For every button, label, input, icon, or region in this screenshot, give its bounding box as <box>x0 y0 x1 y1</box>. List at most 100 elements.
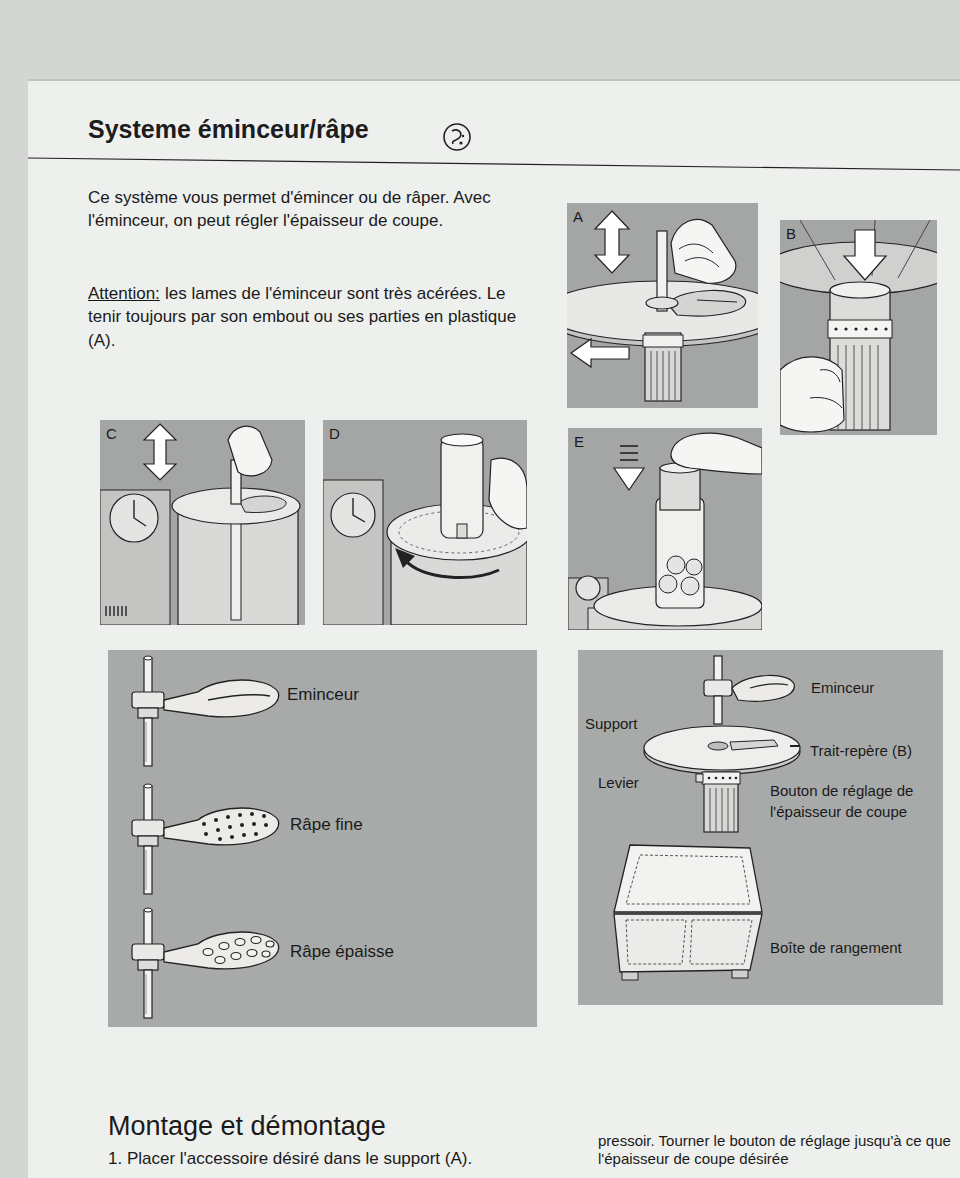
support-disc <box>644 726 800 770</box>
step-text-continued: pressoir. Tourner le bouton de réglage j… <box>598 1132 954 1168</box>
fine-grater-attachment <box>214 818 218 822</box>
slicer-on-spindle <box>704 656 794 724</box>
figure-a-drawing <box>567 211 758 401</box>
storage-box <box>626 920 686 964</box>
figure-e-drawing <box>620 445 638 447</box>
title-icon <box>444 124 470 150</box>
figure-c-drawing <box>109 606 110 616</box>
figure-panel: A <box>567 203 758 408</box>
figure-c-drawing <box>106 606 126 616</box>
thickness-knob <box>696 772 740 832</box>
figure-letter: E <box>574 432 584 453</box>
figure-a-drawing <box>646 297 678 309</box>
figure-a-drawing <box>643 335 683 347</box>
figure-e-drawing <box>620 452 638 454</box>
figure-d-drawing <box>323 420 531 625</box>
figure-d-drawing <box>457 524 467 538</box>
figure-c-drawing <box>121 606 122 616</box>
figure-b-drawing <box>834 327 837 330</box>
figure-b-drawing <box>844 327 847 330</box>
figure-b-drawing <box>878 345 879 430</box>
thickness-knob <box>708 777 711 780</box>
thickness-knob <box>728 788 729 832</box>
figure-d-drawing <box>405 560 499 577</box>
figure-e-drawing <box>681 577 699 595</box>
storage-box <box>732 970 748 978</box>
support-disc <box>730 740 778 750</box>
figure-a-drawing <box>544 203 780 408</box>
figure-b-drawing <box>884 327 887 330</box>
figure-e-drawing <box>620 446 638 460</box>
part-label: Râpe fine <box>290 813 363 836</box>
figure-c-drawing <box>231 520 241 620</box>
slicer-on-spindle <box>714 656 722 682</box>
thickness-knob <box>710 788 711 832</box>
slicer-on-spindle <box>750 684 788 688</box>
fine-grater-attachment <box>254 832 258 836</box>
figure-c-drawing <box>100 420 305 625</box>
part-label: Support <box>585 714 638 735</box>
storage-box <box>626 855 750 904</box>
figure-a-drawing <box>651 351 675 401</box>
figure-e-drawing <box>667 556 685 574</box>
figure-a-drawing <box>595 211 629 273</box>
figure-d-drawing <box>331 493 375 537</box>
figure-c-drawing <box>240 496 286 513</box>
step-text: 1. Placer l'accessoire désiré dans le su… <box>108 1147 472 1170</box>
figure-a-drawing <box>671 219 736 283</box>
exploded-view-panel <box>578 650 943 1005</box>
thickness-knob <box>722 777 725 780</box>
attachments-panel <box>108 650 537 1027</box>
figure-e-drawing <box>568 428 762 630</box>
figure-c-drawing <box>144 424 176 480</box>
thickness-knob <box>729 777 732 780</box>
page-ground <box>28 80 960 1178</box>
coarse-grater-attachment <box>262 951 270 957</box>
fine-grater-attachment <box>204 832 208 836</box>
part-label: Râpe épaisse <box>290 940 394 963</box>
coarse-grater-attachment <box>164 932 279 969</box>
thickness-knob <box>734 788 735 832</box>
figure-e-drawing <box>568 433 762 630</box>
page-title: Systeme éminceur/râpe <box>88 112 369 147</box>
figure-e-drawing <box>614 468 644 490</box>
thickness-knob <box>716 788 717 832</box>
figure-a-drawing <box>675 351 676 401</box>
thickness-knob <box>702 772 740 784</box>
fine-grater-attachment <box>250 812 254 816</box>
coarse-grater-attachment <box>203 949 213 956</box>
fine-grater-attachment <box>132 784 279 894</box>
fine-grater-attachment <box>230 835 234 839</box>
slicer-attachment <box>132 656 279 766</box>
fine-grater-attachment <box>242 833 246 837</box>
figure-c-drawing <box>100 424 300 625</box>
storage-box <box>690 920 752 964</box>
title-icon <box>444 124 470 150</box>
figure-c-drawing <box>117 606 118 616</box>
part-label: Trait-repère (B) <box>810 741 912 762</box>
figure-b-drawing <box>810 370 842 408</box>
support-disc <box>644 726 800 774</box>
figure-b-drawing <box>870 345 871 430</box>
support-disc <box>790 745 800 747</box>
figure-e-drawing <box>656 498 704 608</box>
figure-b-drawing <box>765 220 955 435</box>
figure-panel: E <box>568 428 762 630</box>
thickness-knob <box>715 777 718 780</box>
thickness-knob <box>735 777 738 780</box>
figure-b-drawing <box>854 327 857 330</box>
figure-panel: C <box>100 420 305 625</box>
figure-e-drawing <box>660 468 700 510</box>
figure-d-drawing <box>441 434 483 446</box>
figure-b-drawing <box>834 327 887 330</box>
page-ground <box>28 158 960 170</box>
coarse-grater-attachment <box>132 908 164 1018</box>
figure-b-drawing <box>830 282 890 298</box>
figure-a-drawing <box>697 300 737 302</box>
exploded-view-panel <box>578 650 943 1005</box>
warning-text: les lames de l'éminceur sont très acérée… <box>88 282 528 352</box>
slicer-attachment <box>164 680 279 717</box>
figure-e-drawing <box>620 459 638 461</box>
